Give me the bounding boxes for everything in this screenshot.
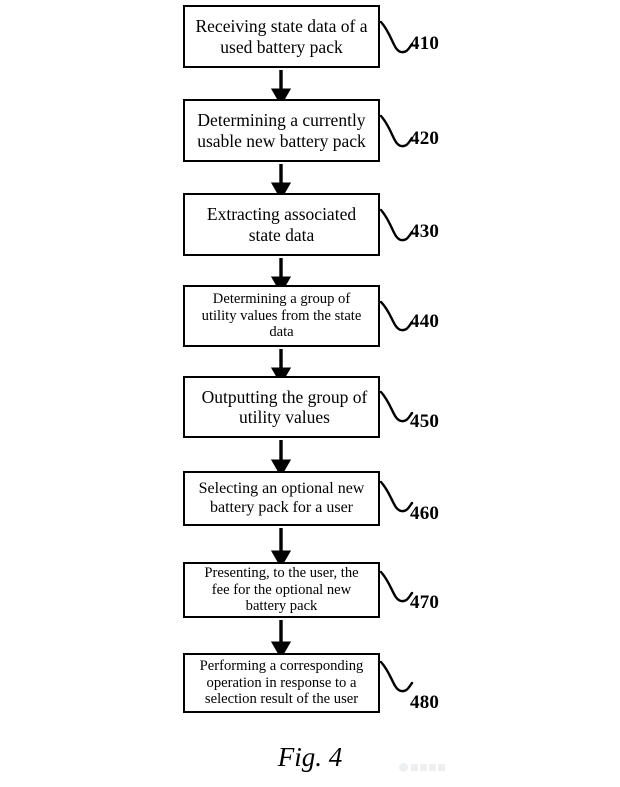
reference-numeral-410: 410 bbox=[410, 33, 440, 54]
process-step-480: Performing a corresponding operation in … bbox=[183, 653, 380, 713]
weibo-watermark-icon bbox=[399, 763, 445, 772]
process-step-450-label: Outputting the group of utility values bbox=[201, 386, 368, 427]
reference-leader-lines bbox=[379, 20, 414, 693]
process-step-420-label: Determining a currently usable new batte… bbox=[197, 110, 366, 151]
process-step-450: Outputting the group of utility values bbox=[183, 376, 380, 438]
reference-numeral-460: 460 bbox=[410, 503, 440, 524]
process-step-470: Presenting, to the user, the fee for the… bbox=[183, 562, 380, 618]
process-step-420: Determining a currently usable new batte… bbox=[183, 99, 380, 162]
process-step-440-label: Determining a group of utility values fr… bbox=[201, 290, 362, 341]
reference-numeral-450: 450 bbox=[410, 411, 440, 432]
process-step-470-label: Presenting, to the user, the fee for the… bbox=[204, 564, 359, 615]
reference-numeral-480: 480 bbox=[410, 692, 440, 713]
process-step-480-label: Performing a corresponding operation in … bbox=[199, 657, 364, 708]
process-step-410-label: Receiving state data of a used battery p… bbox=[195, 16, 368, 57]
reference-numeral-440: 440 bbox=[410, 311, 440, 332]
figure-caption: Fig. 4 bbox=[277, 742, 343, 772]
process-step-430: Extracting associated state data bbox=[183, 193, 380, 256]
reference-numeral-430: 430 bbox=[410, 221, 440, 242]
process-step-410: Receiving state data of a used battery p… bbox=[183, 5, 380, 68]
reference-numeral-420: 420 bbox=[410, 128, 440, 149]
reference-numeral-470: 470 bbox=[410, 592, 440, 613]
process-step-460-label: Selecting an optional new battery pack f… bbox=[198, 479, 365, 516]
process-step-460: Selecting an optional new battery pack f… bbox=[183, 471, 380, 526]
watermark-logo-icon bbox=[399, 763, 408, 772]
process-step-430-label: Extracting associated state data bbox=[206, 204, 357, 245]
watermark-text-mark bbox=[411, 764, 445, 771]
process-step-440: Determining a group of utility values fr… bbox=[183, 285, 380, 347]
